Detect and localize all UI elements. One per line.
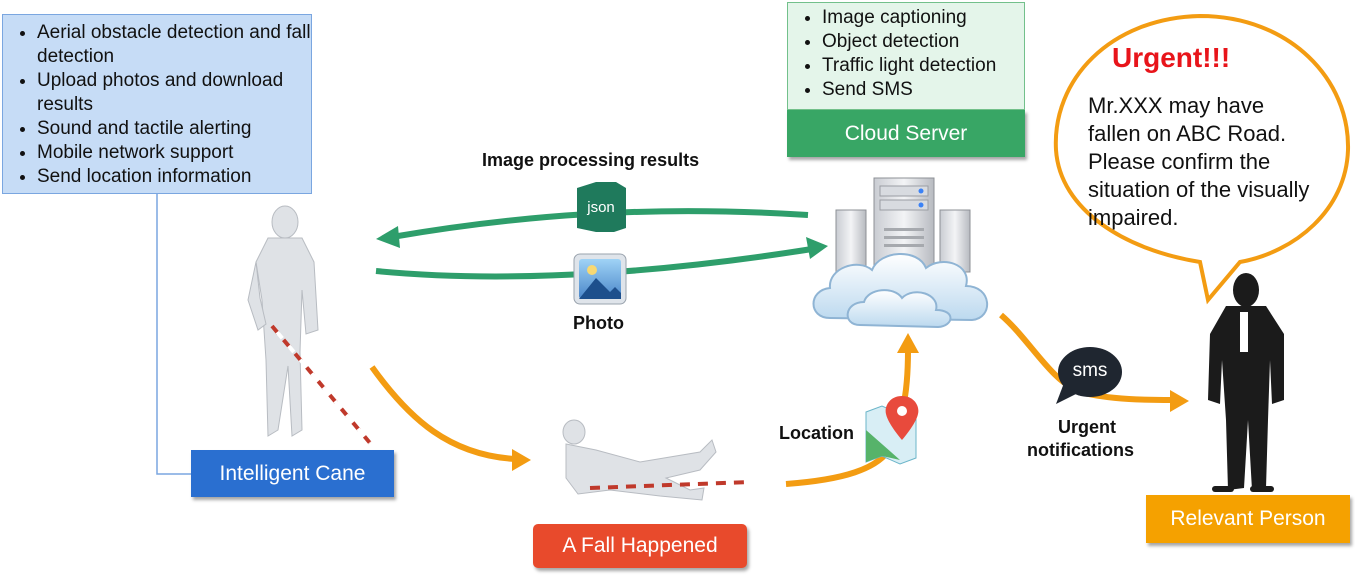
sms-icon-label: sms [1072,360,1108,381]
json-icon-label: json [586,199,615,216]
image-results-label: Image processing results [482,150,700,170]
cloud-feature-item: Traffic light detection [822,54,1024,78]
photo-arrowhead [806,237,828,259]
cane-feature-item: Mobile network support [37,141,311,165]
fallen-cane [589,480,751,490]
fall-arrowhead [512,449,531,471]
cane-feature-item: Upload photos and download results [37,69,311,117]
fall-happened-label: A Fall Happened [533,524,747,568]
json-icon: json [577,182,626,232]
photo-icon [573,253,627,305]
cloud-feature-item: Object detection [822,30,1024,54]
cloud-server-icon [812,177,989,329]
results-arrowhead [376,226,400,248]
cloud-feature-item: Send SMS [822,78,1024,102]
cloud-features-list: Image captioning Object detection Traffi… [788,6,1024,102]
cane-feature-item: Send location information [37,165,311,189]
bubble-title: Urgent!!! [1112,42,1231,73]
cloud-feature-item: Image captioning [822,6,1024,30]
cloud-server-label: Cloud Server [787,110,1025,157]
urgent-notifications-line2: notifications [1027,440,1134,460]
map-location-icon [865,396,919,465]
cane-features-list: Aerial obstacle detection and fall detec… [3,21,311,189]
fallen-man-figure [562,419,717,501]
location-arrowhead [897,333,919,353]
cane-feature-item: Sound and tactile alerting [37,117,311,141]
relevant-person-figure [1208,273,1284,492]
fall-arrow [369,365,516,462]
cane-feature-item: Aerial obstacle detection and fall detec… [37,21,311,69]
bubble-message: Mr.XXX may have fallen on ABC Road. Plea… [1088,93,1310,230]
cane-features-box: Aerial obstacle detection and fall detec… [2,14,312,194]
urgent-notifications-label: Urgent notifications [1027,416,1134,462]
location-label: Location [779,423,854,443]
relevant-person-label: Relevant Person [1146,495,1350,543]
standing-man-figure [247,205,319,437]
sms-icon [1056,347,1122,404]
cane-connector-line [156,194,191,475]
cloud-features-box: Image captioning Object detection Traffi… [787,2,1025,110]
speech-bubble [1053,13,1351,305]
urgent-notifications-line1: Urgent [1058,417,1116,437]
intelligent-cane-label: Intelligent Cane [191,450,394,497]
photo-label: Photo [573,313,624,333]
notify-arrowhead [1170,390,1189,412]
standing-cane [270,324,372,445]
